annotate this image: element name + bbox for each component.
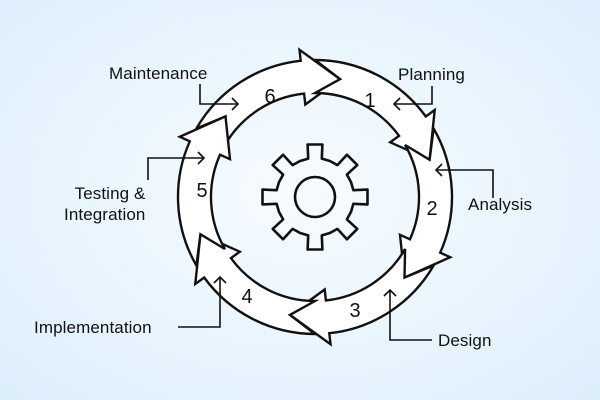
leader-testing — [147, 157, 204, 180]
stage-label-testing-integration: Testing & Integration — [64, 184, 146, 224]
leader-planning — [394, 86, 433, 105]
stage-number-6: 6 — [264, 86, 276, 108]
stage-number-2: 2 — [426, 198, 438, 220]
leader-implementation — [178, 277, 221, 328]
arrowhead-implementation — [213, 275, 227, 284]
gear-icon — [261, 143, 369, 251]
arrowhead-planning — [392, 97, 401, 111]
stage-number-3: 3 — [349, 300, 361, 322]
leader-maintenance — [199, 84, 238, 105]
stage-label-analysis: Analysis — [468, 195, 533, 214]
leader-analysis — [436, 169, 494, 198]
leader-design — [389, 290, 432, 341]
arrowhead-analysis — [434, 163, 443, 177]
arrowhead-design — [383, 288, 397, 297]
gear-hole — [293, 175, 337, 219]
stage-number-4: 4 — [241, 286, 253, 308]
arrow-maintenance — [176, 114, 232, 270]
cycle-ring — [176, 47, 454, 347]
arrowhead-testing — [197, 151, 206, 165]
stage-label-planning: Planning — [398, 65, 465, 84]
leader-arrowheads — [197, 97, 443, 297]
stage-label-implementation: Implementation — [34, 318, 152, 337]
arrow-testing — [193, 232, 320, 336]
stage-number-5: 5 — [196, 180, 208, 202]
stage-number-1: 1 — [364, 90, 376, 112]
stage-label-design: Design — [438, 331, 492, 350]
gear-outline — [261, 143, 369, 251]
label-leader-lines — [147, 84, 494, 341]
stage-label-maintenance: Maintenance — [109, 64, 208, 83]
arrowhead-maintenance — [231, 97, 240, 111]
